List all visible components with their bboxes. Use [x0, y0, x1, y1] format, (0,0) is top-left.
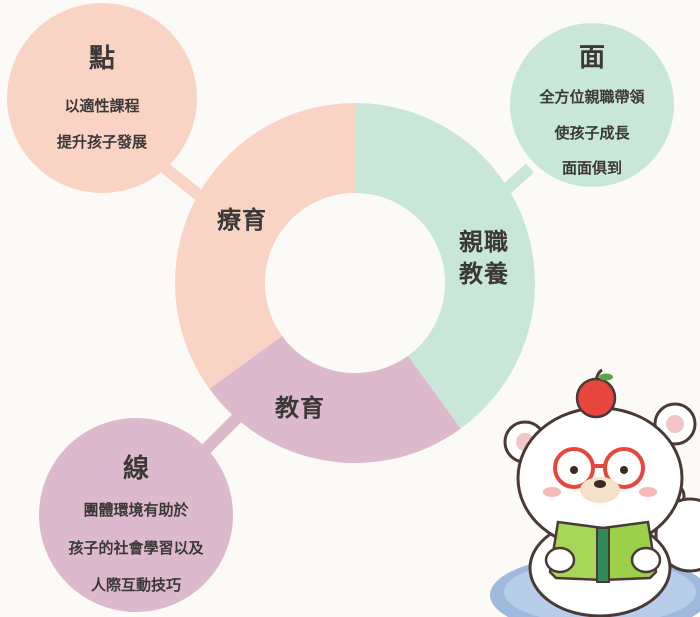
- book-spine: [596, 527, 610, 583]
- ring-center-hole: [265, 193, 445, 373]
- bubble-surface-line3: 面面俱到: [561, 159, 622, 177]
- bear-eye-right: [620, 466, 628, 474]
- apple-icon: [575, 377, 617, 419]
- bear-paw-left: [544, 546, 576, 574]
- ring-segment-therapy: [175, 103, 355, 389]
- bubble-line-title: 線: [122, 454, 149, 484]
- bubble-line-line2: 孩子的社會學習以及: [68, 539, 204, 557]
- bear-ear-inner-right: [666, 415, 684, 433]
- ring-label-education: 教育: [275, 394, 325, 422]
- bear-muzzle: [580, 477, 620, 503]
- apple-stem: [594, 368, 603, 381]
- ring-label-therapy: 療育: [217, 206, 267, 234]
- bear-paw-right: [630, 546, 662, 574]
- ring-label-parenting: 親職 教養: [442, 226, 526, 290]
- bear-mascot-illustration: [490, 368, 700, 617]
- bubble-point-line1: 以適性課程: [64, 97, 140, 115]
- ring-label-parenting-line1: 親職: [459, 228, 509, 256]
- ring-label-parenting-line2: 教養: [459, 260, 509, 288]
- bubble-point-line2: 提升孩子發展: [56, 133, 147, 151]
- bubble-point-title: 點: [88, 44, 115, 74]
- bear-nose: [594, 480, 606, 488]
- bubble-line: [39, 418, 233, 612]
- ring-segment-education: [209, 335, 461, 463]
- bubble-point: [7, 3, 197, 193]
- bear-cheek-right: [639, 487, 657, 497]
- apple-leaf: [599, 373, 613, 381]
- donut-ring: [175, 103, 535, 463]
- bubble-surface-line2: 使孩子成長: [554, 124, 630, 142]
- bear-cheek-left: [543, 487, 561, 497]
- bubble-surface-title: 面: [578, 43, 605, 73]
- bubble-line-line1: 團體環境有助於: [83, 501, 189, 519]
- ring-segment-parenting: [355, 103, 535, 429]
- bubble-line-line3: 人際互動技巧: [90, 576, 181, 594]
- bubble-surface-line1: 全方位親職帶領: [539, 88, 645, 106]
- bubble-surface: [510, 23, 674, 187]
- bear-eye-left: [570, 466, 578, 474]
